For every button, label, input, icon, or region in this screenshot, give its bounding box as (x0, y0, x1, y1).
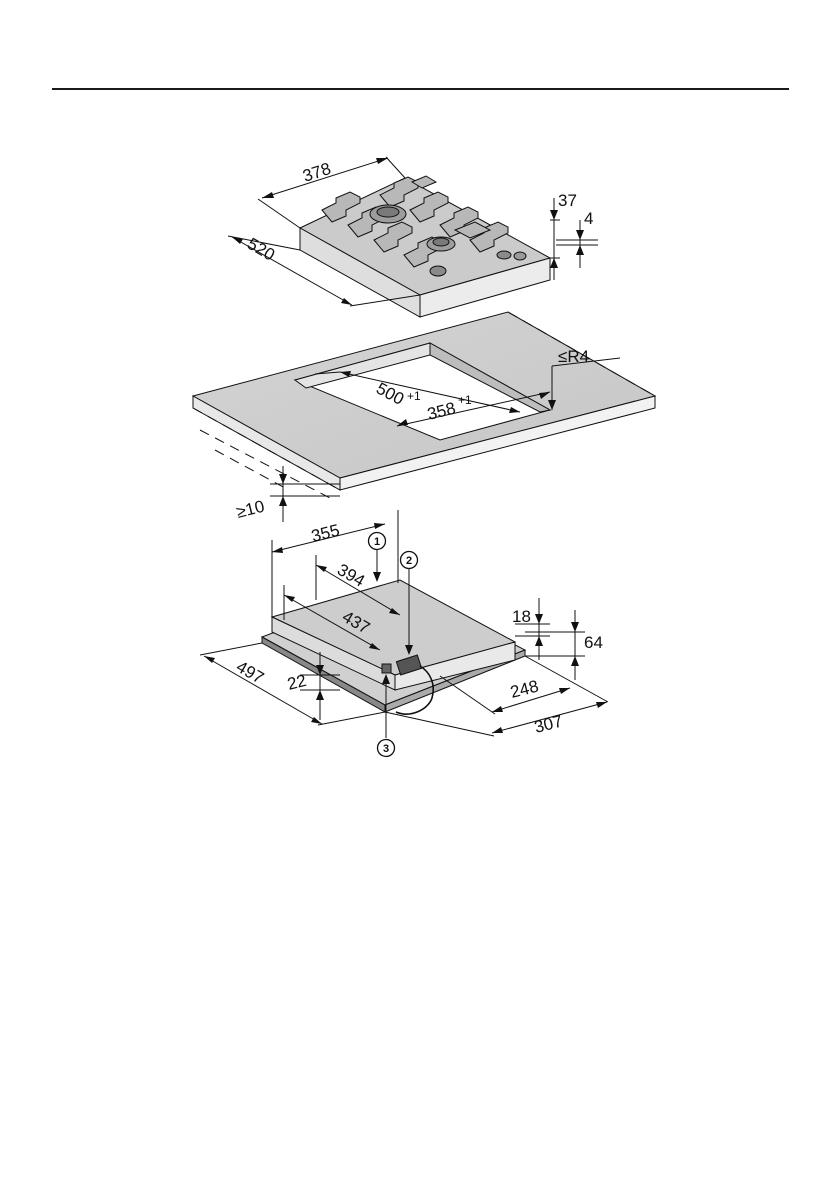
dim-497-label: 497 (233, 657, 267, 688)
corner-radius-label: ≤R4 (558, 347, 589, 366)
underside-illustration (200, 510, 608, 738)
cutout-depth-label: 500 (373, 379, 407, 409)
worktop-illustration (193, 312, 655, 522)
cutout-width-tolerance: +1 (458, 393, 472, 407)
worktop-thickness-label: ≥10 (234, 497, 266, 522)
hob-height-label: 37 (558, 191, 577, 210)
callout-3: 3 (378, 740, 395, 757)
svg-text:2: 2 (406, 555, 412, 567)
dim-64-label: 64 (584, 633, 603, 652)
hob-width-label: 378 (300, 159, 333, 186)
dim-394-label: 394 (334, 560, 368, 591)
cutout-depth-tolerance: +1 (407, 389, 421, 403)
svg-text:1: 1 (374, 536, 380, 548)
dim-355-label: 355 (309, 521, 341, 546)
cutout-width-label: 358 (425, 399, 457, 424)
gas-connection (382, 664, 391, 673)
svg-text:3: 3 (383, 743, 389, 755)
hob-illustration (228, 157, 598, 317)
dim-18-label: 18 (512, 607, 531, 626)
glass-thickness-label: 4 (584, 209, 593, 228)
callout-1: 1 (369, 533, 386, 550)
callout-2: 2 (401, 552, 418, 569)
dim-307-label: 307 (532, 712, 564, 737)
